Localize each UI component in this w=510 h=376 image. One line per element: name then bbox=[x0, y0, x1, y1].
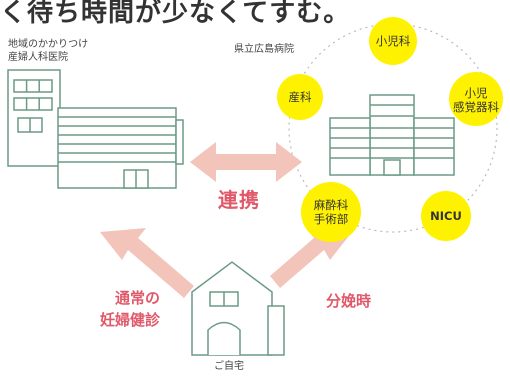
dept-label-pediatric-sensory-line1: 小児 bbox=[464, 86, 488, 100]
dept-label-anesthesia-line1: 麻酔科 bbox=[313, 198, 349, 212]
dept-bubble-pediatrics bbox=[369, 17, 417, 65]
header-text: く待ち時間が少なくてすむ。 bbox=[0, 0, 351, 28]
clinic-label-line2: 産婦人科医院 bbox=[8, 52, 68, 63]
link-label: 連携 bbox=[218, 188, 260, 212]
clinic-label-line1: 地域のかかりつけ bbox=[8, 39, 89, 50]
routine-checkup-line2: 妊婦健診 bbox=[99, 311, 160, 329]
hospital-label: 県立広島病院 bbox=[234, 44, 294, 55]
dept-label-anesthesia-line2: 手術部 bbox=[313, 212, 349, 226]
routine-checkup-line1: 通常の bbox=[114, 289, 160, 307]
delivery-arrow-icon bbox=[270, 228, 352, 288]
dept-bubble-obstetrics bbox=[277, 74, 323, 120]
dept-label-obstetrics: 産科 bbox=[288, 90, 312, 104]
link-arrow-icon bbox=[190, 142, 302, 182]
dept-label-pediatric-sensory-line2: 感覚器科 bbox=[453, 100, 499, 114]
dept-label-nicu: NICU bbox=[430, 209, 462, 223]
routine-checkup-label: 通常の 妊婦健診 bbox=[70, 287, 160, 331]
routine-arrow-icon bbox=[100, 228, 194, 298]
dept-bubble-anesthesia bbox=[301, 182, 361, 242]
dept-bubble-nicu bbox=[421, 191, 471, 241]
dept-label-anesthesia: 麻酔科 手術部 bbox=[301, 198, 361, 226]
dept-label-pediatrics: 小児科 bbox=[375, 34, 411, 48]
home-icon bbox=[191, 261, 285, 356]
clinic-building-icon bbox=[7, 69, 184, 189]
clinic-label: 地域のかかりつけ 産婦人科医院 bbox=[8, 38, 88, 64]
department-ring bbox=[288, 23, 498, 233]
delivery-label: 分娩時 bbox=[326, 292, 372, 310]
dept-bubble-pediatric-sensory bbox=[449, 72, 503, 126]
dept-label-pediatric-sensory: 小児 感覚器科 bbox=[446, 86, 506, 114]
home-label: ご自宅 bbox=[214, 361, 244, 372]
hospital-building-icon bbox=[329, 94, 455, 176]
